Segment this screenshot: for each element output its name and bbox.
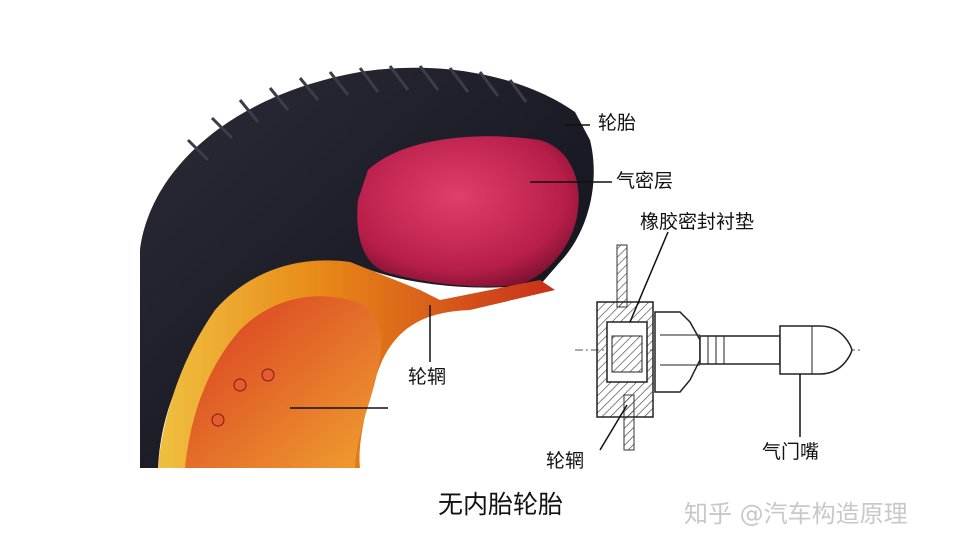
label-valve-stem: 气门嘴 (762, 441, 820, 463)
label-rubber-gasket: 橡胶密封衬垫 (640, 211, 755, 233)
label-rim-main: 轮辋 (408, 366, 447, 388)
leader-lines (290, 124, 612, 409)
figure-caption: 无内胎轮胎 (438, 490, 564, 519)
label-airtight-layer: 气密层 (616, 170, 674, 192)
watermark: 知乎 @汽车构造原理 (684, 500, 908, 528)
valve-stem-section (575, 244, 860, 451)
label-rim-valve: 轮辋 (546, 450, 585, 472)
label-tire: 轮胎 (598, 112, 637, 134)
valve-leader-lines (599, 231, 801, 451)
valve-cap (779, 325, 853, 375)
rim-bolt-holes (211, 368, 275, 427)
airtight-layer (357, 136, 579, 287)
rim-face (185, 296, 382, 468)
tread-pattern (186, 65, 528, 162)
